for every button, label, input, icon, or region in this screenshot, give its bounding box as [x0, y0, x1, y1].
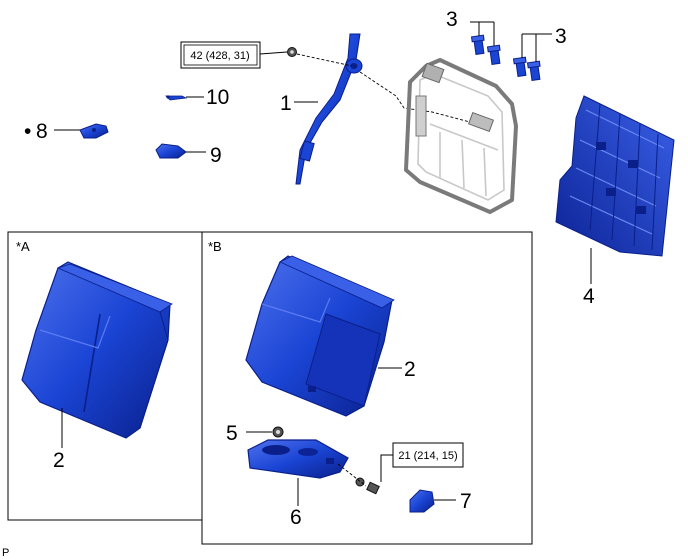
callout-5: 5 [226, 422, 238, 445]
nut-icon [287, 47, 297, 57]
panel-b [201, 231, 533, 545]
torque-spec-1-text: 42 (428, 31) [190, 50, 249, 62]
callout-3a: 3 [446, 8, 458, 31]
torque-2-leader [380, 454, 393, 482]
callout-2b: 2 [404, 358, 416, 381]
callout-9: 9 [210, 144, 222, 167]
cover-part-9 [155, 143, 187, 159]
callout-10: 10 [206, 86, 229, 109]
washer-part-5 [272, 426, 284, 438]
callout-8-marker: • [24, 120, 31, 143]
seatback-board-part-4 [555, 95, 675, 257]
torque-spec-1: 42 (428, 31) [180, 41, 261, 69]
screw-part-3-group-a [470, 34, 501, 65]
bolt-guide-line [337, 463, 367, 487]
bracket-part-8 [79, 123, 109, 139]
footer-code: P [2, 547, 9, 559]
clip-part-10 [165, 95, 188, 101]
callout-8: 8 [36, 120, 48, 143]
callout-6: 6 [290, 506, 302, 529]
seatback-cushion-b [245, 255, 395, 417]
callout-1: 1 [280, 92, 292, 115]
panel-b-label: *B [208, 239, 222, 254]
belt-guide-line [359, 71, 471, 123]
callout-2a: 2 [53, 449, 65, 472]
nut-guide-line [296, 53, 353, 67]
screw-3a-leader [470, 21, 495, 46]
armrest-base-part-6 [247, 439, 349, 479]
screw-3b-leader [521, 33, 552, 62]
callout-4: 4 [583, 285, 595, 308]
seatback-frame [404, 58, 518, 214]
torque-spec-2: 21 (214, 15) [392, 442, 464, 468]
callout-7: 7 [460, 490, 472, 513]
torque-spec-2-text: 21 (214, 15) [398, 450, 457, 462]
seatback-cushion-a [21, 261, 173, 439]
seatbelt-part-1 [295, 33, 363, 185]
cover-part-7 [409, 489, 435, 513]
panel-a-label: *A [16, 239, 30, 254]
screw-part-3-group-b [512, 56, 541, 81]
callout-3b: 3 [555, 25, 567, 48]
torque-1-leader [259, 51, 288, 55]
